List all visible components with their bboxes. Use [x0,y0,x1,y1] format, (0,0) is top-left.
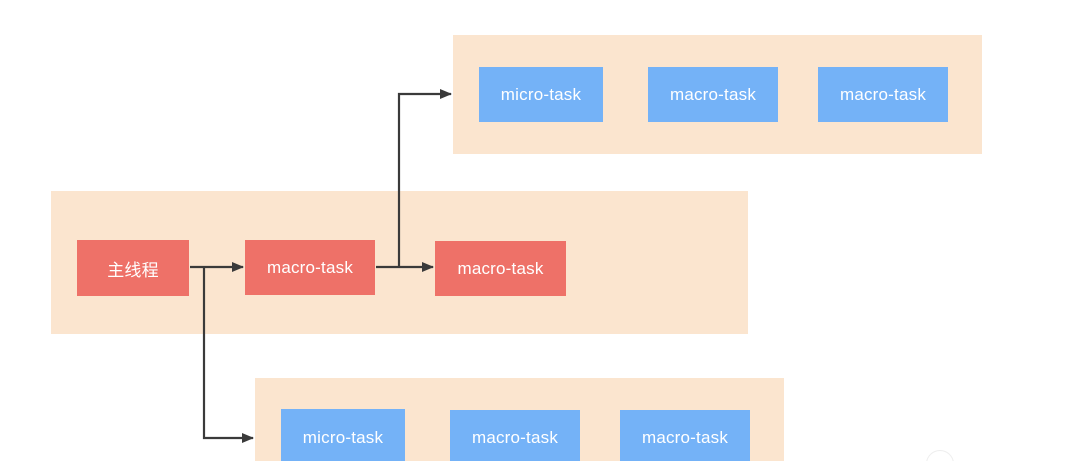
main-macro-task-1: macro-task [245,240,375,295]
top-queue-macro-task-2: macro-task [818,67,948,122]
top-queue-macro-task-1: macro-task [648,67,778,122]
bottom-queue-macro-task-1: macro-task [450,410,580,461]
watermark-circle [926,450,954,461]
bottom-queue-macro-task-2: macro-task [620,410,750,461]
main-macro-task-2: macro-task [435,241,566,296]
bottom-queue-micro-task: micro-task [281,409,405,461]
top-queue-micro-task: micro-task [479,67,603,122]
main-thread-box: 主线程 [77,240,189,296]
